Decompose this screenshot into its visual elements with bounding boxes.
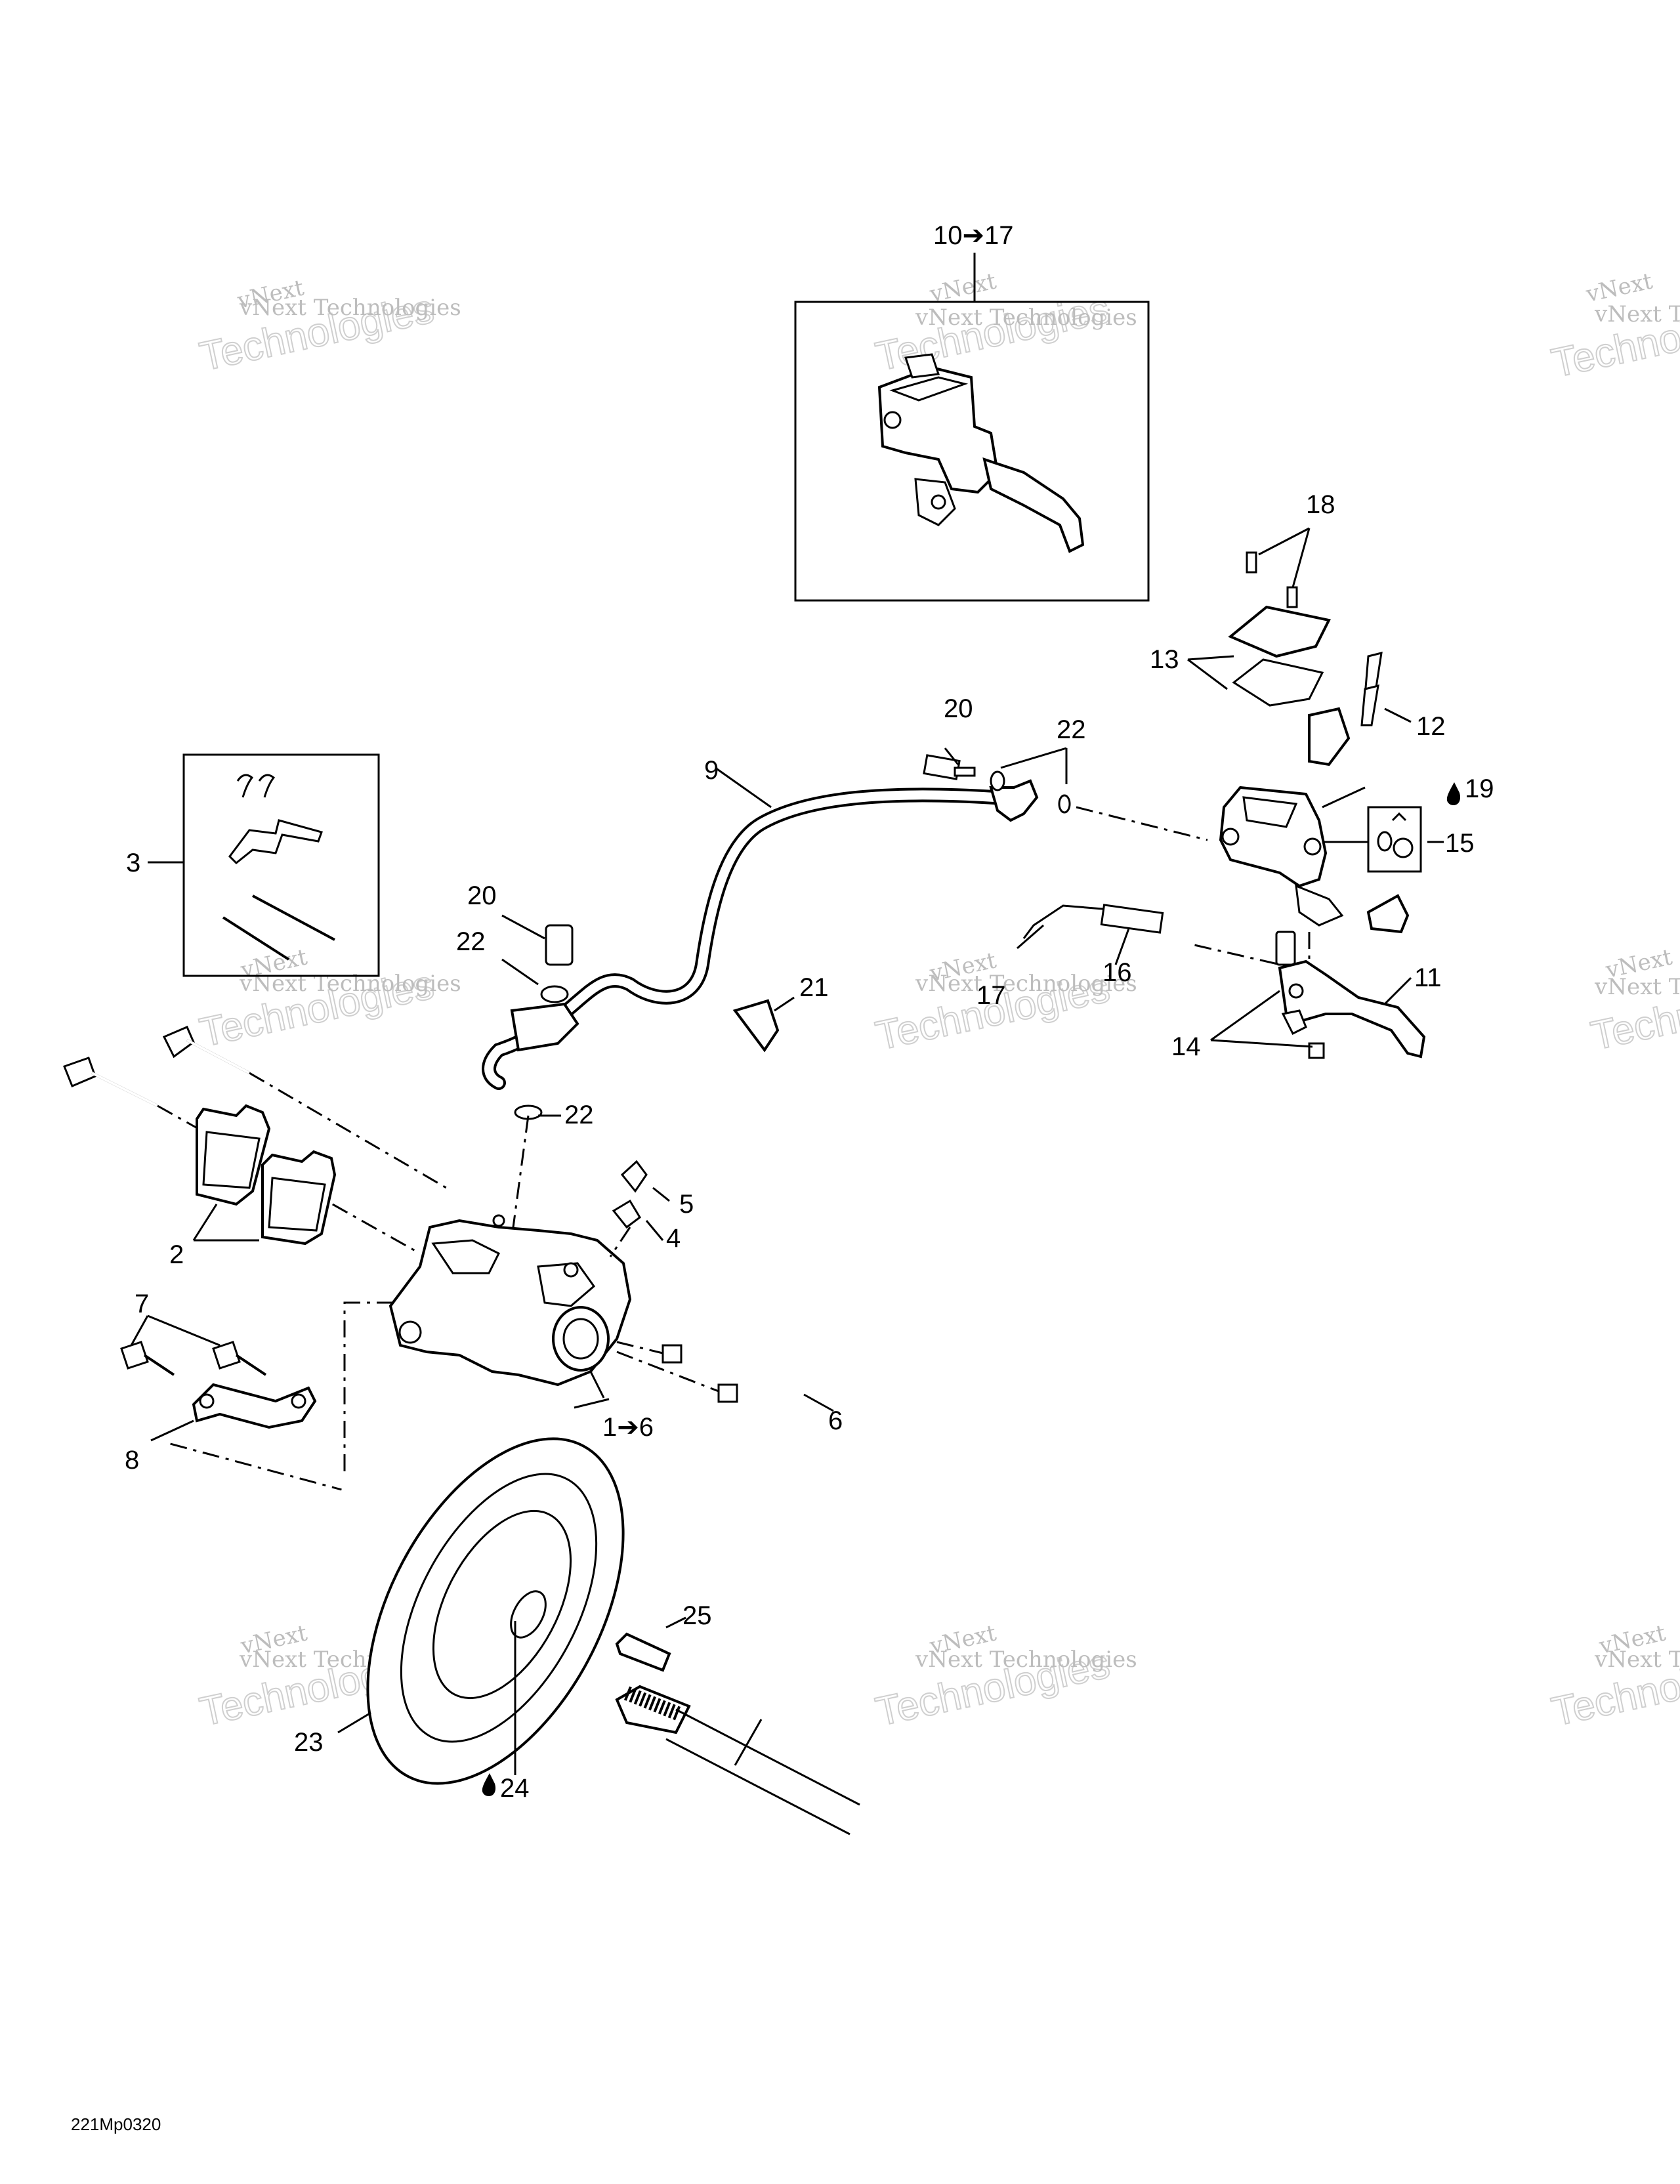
pad-spring (228, 819, 323, 865)
bleeder-screw-and-cap (609, 1160, 670, 1257)
brake-pads (192, 1104, 337, 1246)
watermark-top-left: Technologies vNext vNext Technologies (196, 274, 461, 380)
callout-22-lower: 22 (564, 1101, 594, 1129)
callout-22-middle: 22 (456, 927, 486, 956)
callout-10-17: 10➔17 (933, 221, 1014, 250)
watermark-middle-left: Technologies vNext vNext Technologies (196, 944, 461, 1056)
svg-text:vNext Technologies: vNext Technologies (1594, 1647, 1680, 1673)
watermark-middle-right: Technologies vNext vNext Technologies (1587, 944, 1680, 1059)
lower-banjo-fitting (501, 914, 579, 1238)
inset-frame (794, 301, 1150, 602)
pad-pin-1 (252, 894, 335, 941)
svg-text:24: 24 (500, 1774, 530, 1803)
upper-banjo-fitting (923, 747, 1208, 841)
callout-23: 23 (294, 1728, 324, 1757)
drawing-code: 221Mp0320 (71, 2114, 161, 2134)
callout-9: 9 (704, 756, 719, 785)
brake-disc (337, 1437, 625, 1785)
svg-text:vNext Technologies: vNext Technologies (915, 304, 1137, 331)
svg-text:vNext Technologies: vNext Technologies (239, 971, 461, 997)
alignment-line (343, 1301, 394, 1477)
svg-text:vNext Technologies: vNext Technologies (1594, 974, 1680, 1000)
callout-12: 12 (1416, 712, 1446, 741)
brake-light-switch (1017, 904, 1164, 965)
watermark-top-right: Technologies vNext vNext Technologies (1547, 268, 1680, 387)
callout-14: 14 (1171, 1032, 1201, 1061)
caliper-mount-bolts (120, 1314, 342, 1491)
pad-hardware-kit-inset (148, 753, 380, 977)
callout-11: 11 (1414, 963, 1442, 992)
callout-25: 25 (682, 1601, 712, 1630)
callout-13: 13 (1150, 645, 1179, 674)
callout-19: 19 (1446, 774, 1494, 806)
pad-pin-2 (222, 916, 290, 961)
callout-labels: 10➔17 18 13 12 20 22 9 19 15 3 20 22 21 … (125, 221, 1494, 1803)
brake-lever (1210, 931, 1426, 1059)
callout-21: 21 (799, 973, 829, 1002)
o-ring-21 (732, 999, 780, 1053)
assembled-master-cylinder-drawing (877, 353, 1085, 553)
caliper-brake-line (616, 1334, 834, 1412)
callout-18: 18 (1306, 490, 1335, 519)
svg-text:vNext Technologies: vNext Technologies (915, 1647, 1137, 1673)
callout-16: 16 (1102, 958, 1132, 987)
lubricant-drop-icon (482, 1773, 496, 1797)
callout-15: 15 (1445, 829, 1475, 858)
callout-6: 6 (828, 1406, 843, 1435)
callout-17: 17 (976, 981, 1006, 1010)
callout-24: 24 (482, 1773, 530, 1803)
callout-5: 5 (679, 1190, 694, 1219)
svg-text:19: 19 (1465, 774, 1494, 803)
callout-20-lower: 20 (467, 881, 497, 910)
svg-text:vNext Technologies: vNext Technologies (915, 971, 1137, 997)
callout-2: 2 (169, 1240, 184, 1269)
callout-8: 8 (125, 1446, 139, 1475)
callout-4: 4 (666, 1224, 681, 1253)
callout-22-upper: 22 (1057, 715, 1086, 744)
callout-1-6: 1➔6 (602, 1413, 654, 1442)
callout-7: 7 (135, 1290, 149, 1318)
lubricant-drop-icon (1446, 782, 1461, 806)
sight-glass-inset (1367, 806, 1422, 873)
svg-text:vNext Technologies: vNext Technologies (239, 295, 461, 321)
callout-3: 3 (126, 849, 140, 877)
master-cylinder-exploded (1187, 527, 1444, 973)
kit-frame (182, 753, 380, 977)
callout-20-upper: 20 (944, 694, 973, 723)
watermark-bottom-center: Technologies vNext vNext Technologies (872, 1620, 1137, 1735)
shaft-and-key (615, 1616, 860, 1836)
master-cylinder-assembly-inset (794, 253, 1150, 602)
svg-text:vNext Technologies: vNext Technologies (1594, 301, 1680, 327)
brake-caliper (388, 1214, 632, 1409)
watermark-bottom-right: Technologies vNext vNext Technologies (1547, 1620, 1680, 1735)
spring-clips (236, 774, 276, 798)
